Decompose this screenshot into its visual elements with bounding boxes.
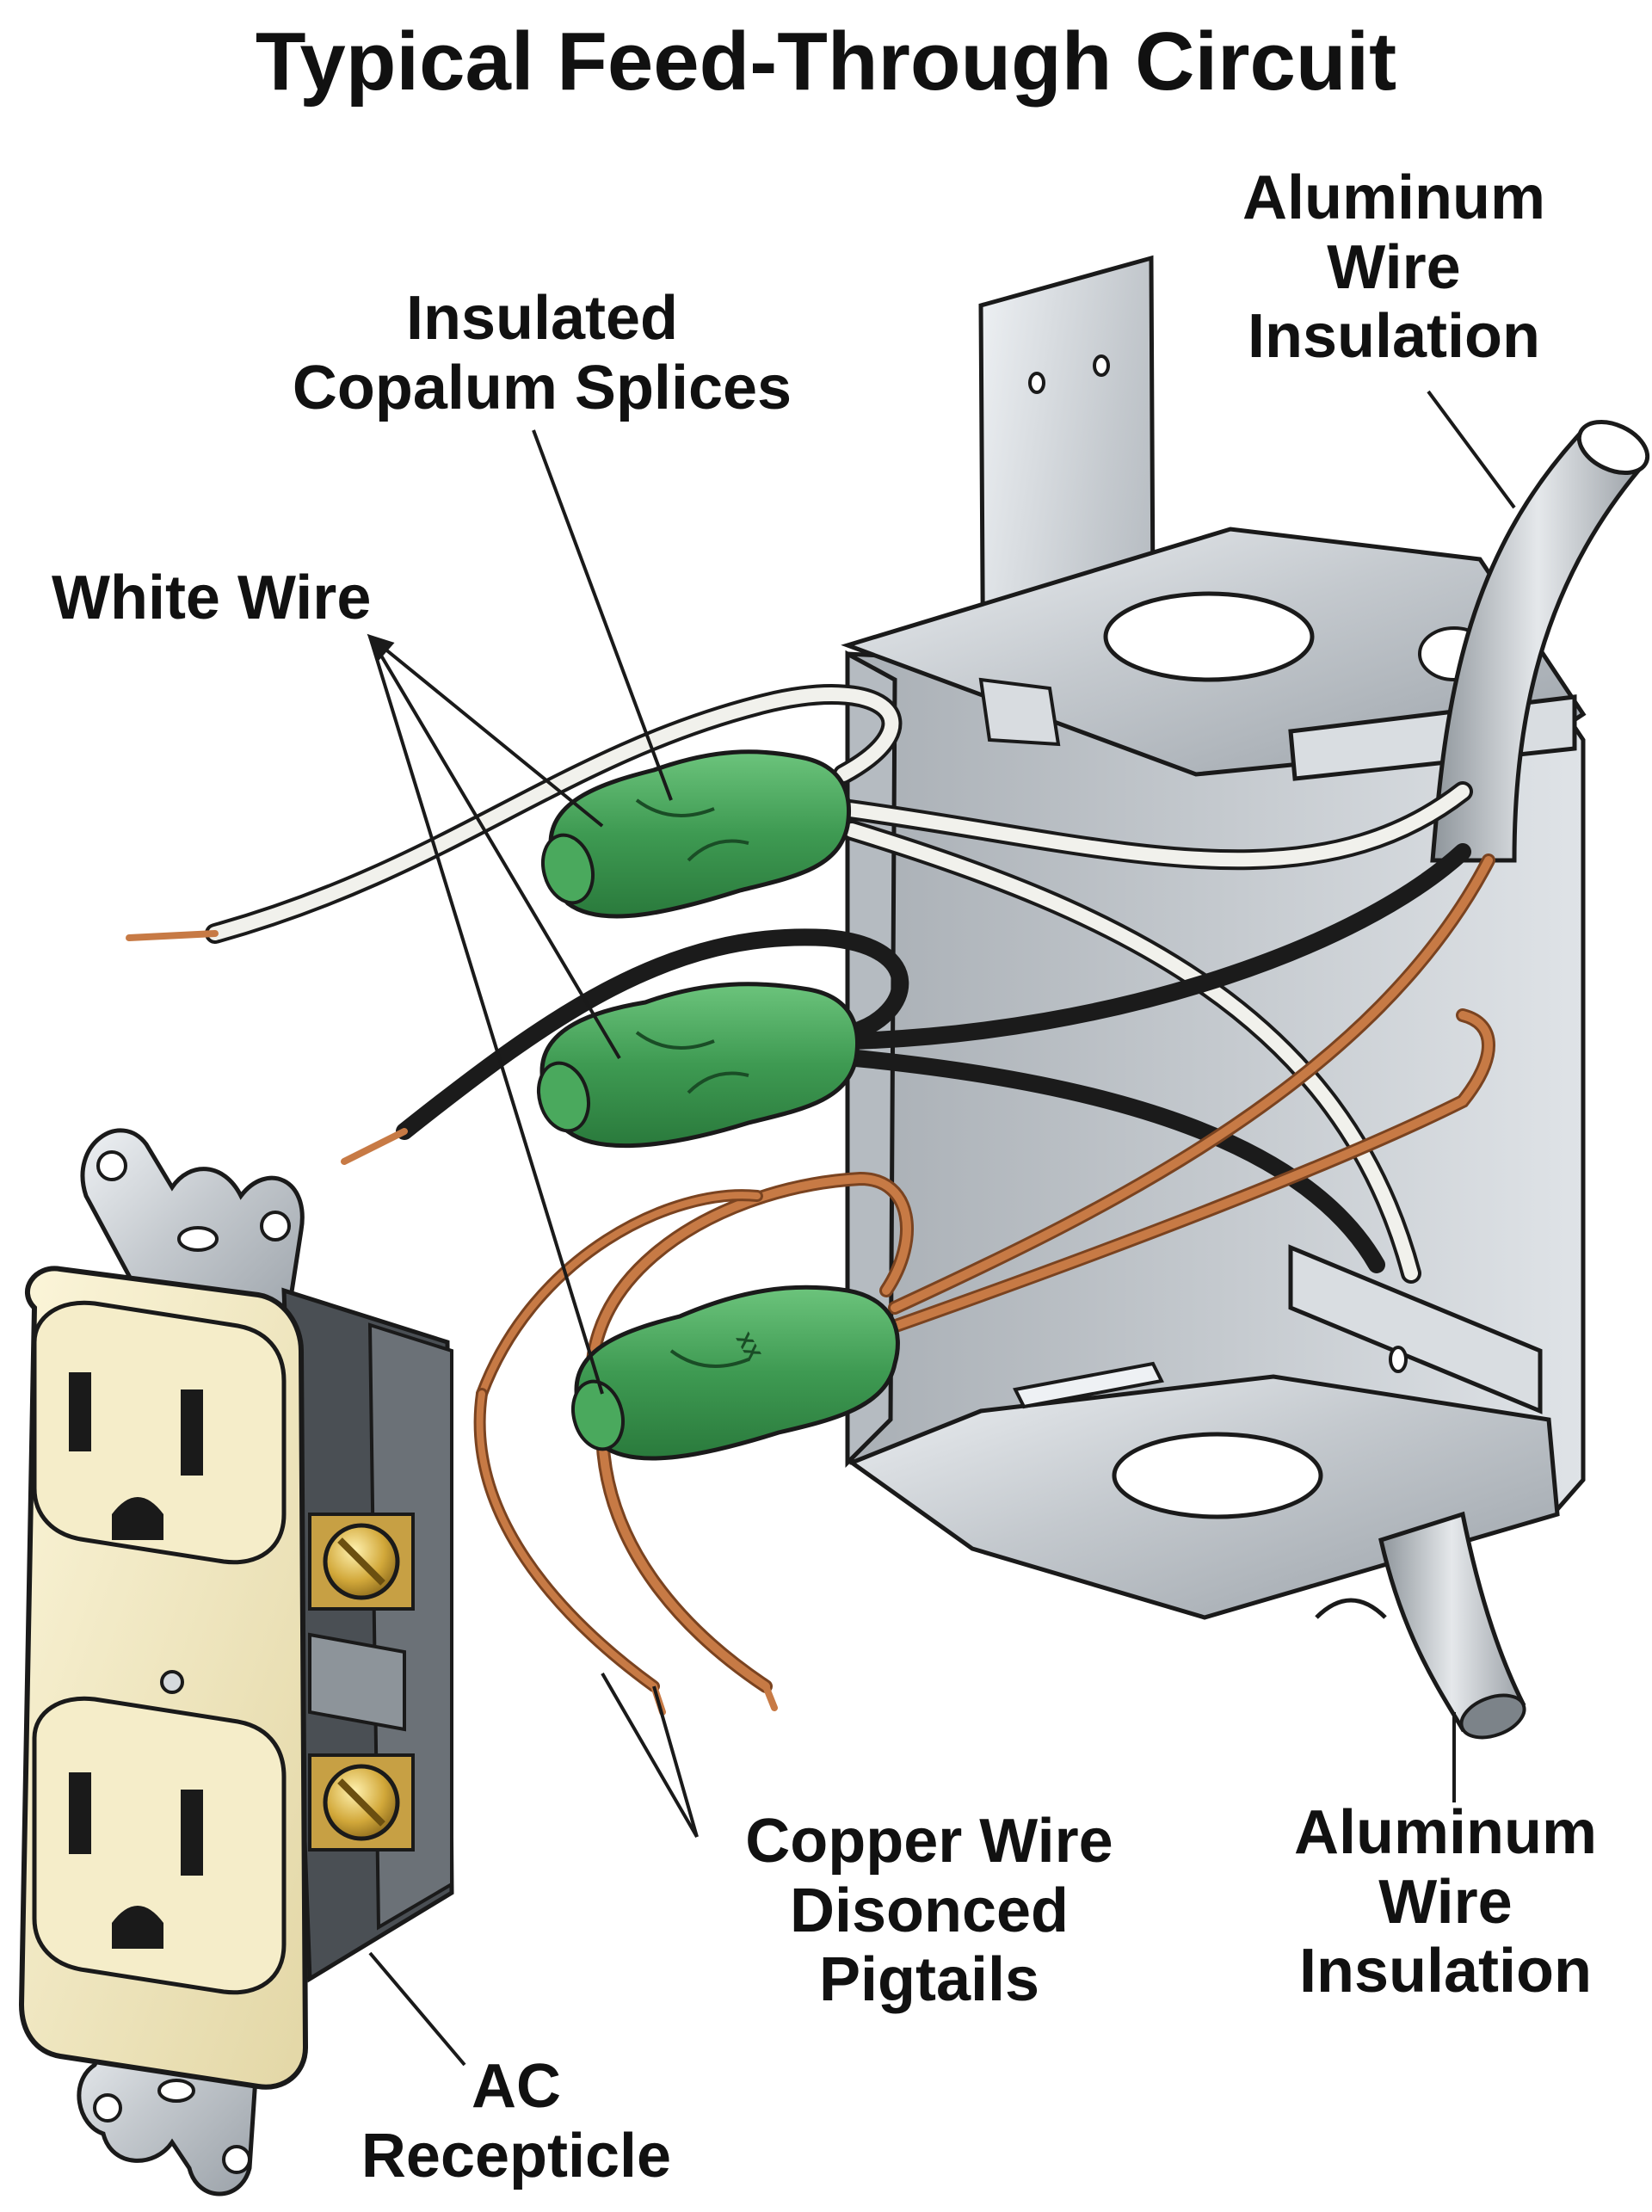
splice-black: [537, 982, 860, 1149]
splice-white: [541, 749, 851, 919]
aluminum-cable-bottom: [1378, 1511, 1526, 1740]
black-wires: [396, 843, 1471, 1273]
ac-receptacle: [18, 1128, 454, 2197]
label-white-wire: White Wire: [52, 564, 372, 632]
junction-box: [841, 527, 1587, 1620]
page-title: Typical Feed-Through Circuit: [255, 15, 1397, 108]
label-ac-receptacle: AC Recepticle: [361, 2052, 672, 2190]
aluminum-cable-top: [1430, 419, 1650, 863]
label-aluminum-insulation-top: Aluminum Wire Insulation: [1242, 163, 1545, 372]
label-insulated-splices: Insulated Copalum Splices: [292, 284, 792, 422]
label-aluminum-insulation-bottom: Aluminum Wire Insulation: [1294, 1798, 1597, 2006]
label-copper-pigtails: Copper Wire Disonced Pigtails: [745, 1807, 1113, 2015]
copper-wires: [473, 853, 1495, 1693]
leader-lines: [367, 390, 1516, 2067]
splice-copper: XX: [571, 1285, 900, 1461]
